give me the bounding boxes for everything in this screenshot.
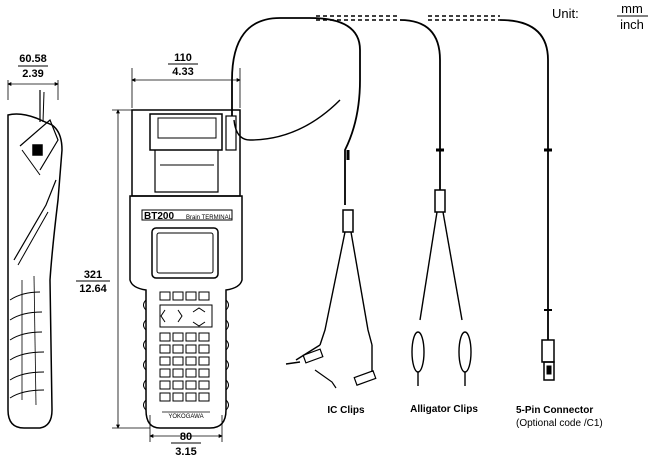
dim-side-width-mm: 60.58 bbox=[19, 53, 47, 65]
device-model: BT200 bbox=[144, 211, 174, 222]
dim-side-width: 60.58 2.39 bbox=[18, 53, 48, 80]
dim-top-width: 110 4.33 bbox=[131, 52, 241, 108]
dim-bottom-width-inch: 3.15 bbox=[175, 446, 196, 458]
dim-bottom-width: 80 3.15 bbox=[149, 415, 223, 458]
side-view bbox=[7, 80, 63, 429]
label-ic-clips: IC Clips bbox=[327, 405, 365, 416]
dim-height-inch: 12.64 bbox=[79, 283, 107, 295]
device-brand: Brain TERMINAL bbox=[186, 215, 233, 221]
cables bbox=[231, 15, 555, 389]
dim-side-width-inch: 2.39 bbox=[22, 68, 43, 80]
label-alligator-clips: Alligator Clips bbox=[410, 404, 478, 415]
dim-top-width-inch: 4.33 bbox=[172, 66, 193, 78]
dim-height: 321 12.64 bbox=[76, 109, 150, 429]
dim-bottom-width-mm: 80 bbox=[180, 431, 192, 443]
label-connector-note: (Optional code /C1) bbox=[516, 418, 603, 429]
dim-height-mm: 321 bbox=[84, 269, 102, 281]
front-view bbox=[129, 109, 243, 429]
label-5pin-connector: 5-Pin Connector bbox=[516, 405, 593, 416]
unit-denominator: inch bbox=[620, 17, 644, 32]
dim-top-width-mm: 110 bbox=[174, 52, 192, 64]
device-footer: YOKOGAWA bbox=[168, 414, 203, 420]
unit-numerator: mm bbox=[621, 1, 643, 16]
unit-label: Unit: bbox=[552, 6, 579, 21]
unit-indicator: Unit: mm inch bbox=[552, 1, 648, 32]
